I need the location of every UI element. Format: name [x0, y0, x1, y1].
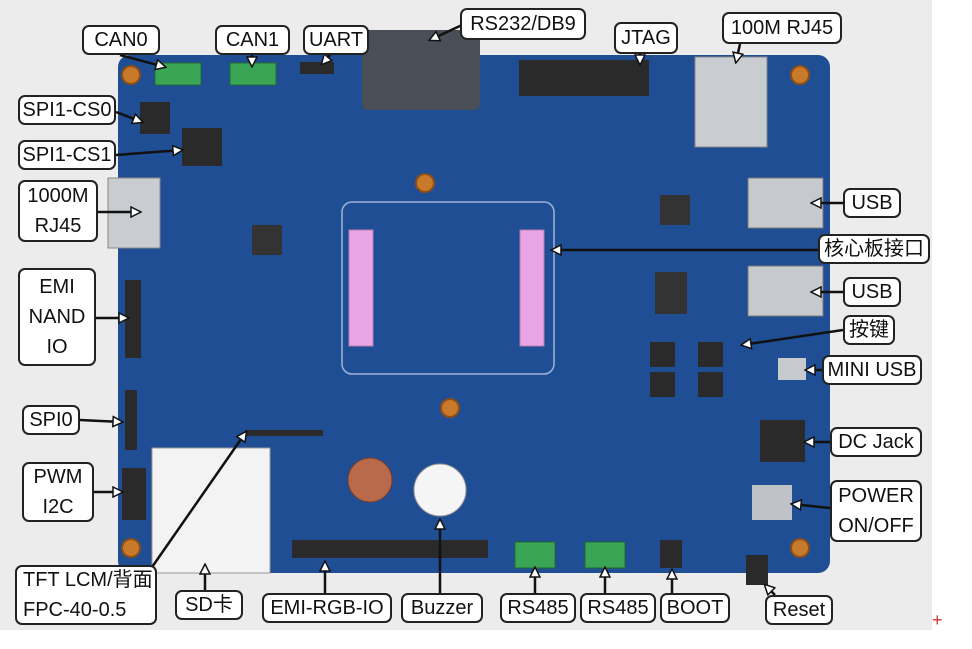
pwm-i2c-header	[122, 468, 146, 520]
core-connector-right	[519, 229, 545, 347]
label-rs485-1: RS485	[500, 593, 576, 623]
sd-card-slot	[151, 447, 271, 574]
dc-jack	[760, 420, 805, 462]
label-line: I2C	[42, 496, 74, 518]
key-1	[650, 342, 675, 367]
mounting-holes	[121, 65, 810, 558]
ic-chip	[655, 272, 687, 314]
lcd-fpc	[245, 430, 323, 436]
spi1-cs1-socket	[182, 128, 222, 166]
boot-switch	[660, 540, 682, 568]
label-boot: BOOT	[660, 593, 730, 623]
label-keys: 按键	[843, 315, 895, 345]
label-rs485-2: RS485	[580, 593, 656, 623]
emi-nand-header	[125, 280, 141, 358]
jtag-header	[519, 60, 649, 96]
ethernet-phy-chip	[252, 225, 282, 255]
label-line: 1000M	[27, 185, 89, 207]
label-spi1-cs1: SPI1-CS1	[18, 140, 116, 170]
label-sd-card: SD卡	[175, 590, 243, 620]
rs485-connector-2	[584, 541, 626, 569]
power-switch	[752, 485, 792, 520]
spi1-cs0-socket	[140, 102, 170, 134]
label-can0: CAN0	[82, 25, 160, 55]
label-line: ON/OFF	[838, 515, 914, 537]
can1-connector	[229, 62, 277, 86]
label-usb-1: USB	[843, 188, 901, 218]
label-core-board-interface: 核心板接口	[818, 234, 930, 264]
label-rj45-100m: 100M RJ45	[722, 12, 842, 44]
reset-button	[746, 555, 768, 585]
label-line: IO	[46, 336, 68, 358]
label-can1: CAN1	[215, 25, 290, 55]
key-3	[650, 372, 675, 397]
spi0-header	[125, 390, 137, 450]
label-line: FPC-40-0.5	[23, 599, 127, 621]
label-buzzer: Buzzer	[401, 593, 483, 623]
label-jtag: JTAG	[614, 22, 678, 54]
core-connector-left	[348, 229, 374, 347]
label-rs232: RS232/DB9	[460, 8, 586, 40]
label-usb-2: USB	[843, 277, 901, 307]
callout-arrows	[79, 23, 844, 595]
label-spi0: SPI0	[22, 405, 80, 435]
emi-rgb-header	[292, 540, 488, 558]
buzzer	[413, 463, 467, 517]
label-emi-nand-io: EMI NAND IO	[18, 268, 96, 366]
uart-header	[300, 62, 334, 74]
key-2	[698, 342, 723, 367]
label-line: NAND	[28, 306, 86, 328]
usb-port-1	[747, 177, 824, 229]
db9-connector	[362, 30, 480, 110]
label-line: RJ45	[34, 215, 82, 237]
rj45-100m	[694, 56, 768, 148]
usb-port-2	[747, 265, 824, 317]
plus-cursor-icon: +	[932, 610, 943, 630]
core-module-outline	[341, 201, 555, 375]
label-mini-usb: MINI USB	[822, 355, 922, 385]
label-power-on-off: POWER ON/OFF	[830, 480, 922, 542]
usb-hub-chip	[660, 195, 690, 225]
label-line: EMI	[39, 276, 75, 298]
label-pwm-i2c: PWM I2C	[22, 462, 94, 522]
label-line: TFT LCM/背面	[23, 569, 153, 591]
label-line: PWM	[33, 466, 83, 488]
pcb-board	[118, 55, 830, 573]
label-emi-rgb-io: EMI-RGB-IO	[262, 593, 392, 623]
label-tft-lcm: TFT LCM/背面 FPC-40-0.5	[15, 565, 157, 625]
mini-usb	[778, 358, 806, 380]
rs485-connector-1	[514, 541, 556, 569]
label-dc-jack: DC Jack	[830, 427, 922, 457]
label-rj45-1000m: 1000M RJ45	[18, 180, 98, 242]
label-uart: UART	[303, 25, 369, 55]
label-line: POWER	[838, 485, 914, 507]
key-4	[698, 372, 723, 397]
label-reset: Reset	[765, 595, 833, 625]
rtc-battery	[347, 457, 393, 503]
label-spi1-cs0: SPI1-CS0	[18, 95, 116, 125]
